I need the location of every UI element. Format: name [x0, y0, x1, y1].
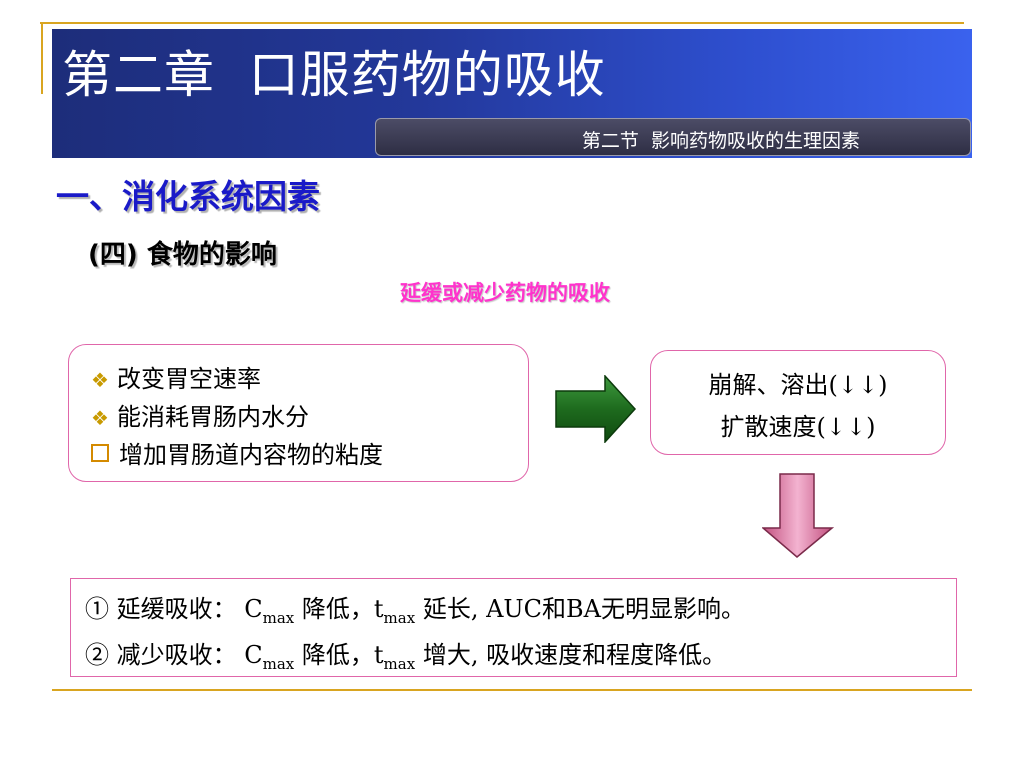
top-border-line — [40, 22, 964, 24]
effects-box: 崩解、溶出(↓↓) 扩散速度(↓↓) — [650, 350, 946, 455]
cause-item: ❖改变胃空速率 — [91, 365, 261, 393]
diamond-bullet-icon: ❖ — [91, 368, 109, 392]
effect-note: 延缓或减少药物的吸收 — [400, 281, 610, 305]
result-delayed-absorption: ① 延缓吸收： Cmax 降低，tmax 延长, AUC和BA无明显影响。 — [85, 595, 745, 627]
chapter-title: 第二章 口服药物的吸收 — [62, 46, 606, 104]
result-reduced-absorption: ② 减少吸收： Cmax 降低，tmax 增大, 吸收速度和程度降低。 — [85, 641, 727, 673]
left-border-line — [41, 22, 43, 94]
section-subtitle: 第二节 影响药物吸收的生理因素 — [581, 130, 860, 152]
square-bullet-icon — [91, 444, 109, 462]
diamond-bullet-icon: ❖ — [91, 406, 109, 430]
cause-item: 增加胃肠道内容物的粘度 — [91, 435, 383, 470]
subsection-heading: (四) 食物的影响 — [88, 240, 277, 270]
cause-item: ❖能消耗胃肠内水分 — [91, 403, 309, 431]
bottom-border-line — [52, 689, 972, 691]
right-arrow-icon — [555, 375, 637, 443]
section-subtitle-box: 第二节 影响药物吸收的生理因素 — [375, 118, 971, 156]
header-banner: 第二章 口服药物的吸收 第二节 影响药物吸收的生理因素 — [52, 29, 972, 158]
effect-dissolution: 崩解、溶出(↓↓) — [708, 371, 888, 399]
down-arrow-icon — [762, 473, 834, 558]
effect-diffusion: 扩散速度(↓↓) — [720, 413, 876, 441]
results-box: ① 延缓吸收： Cmax 降低，tmax 延长, AUC和BA无明显影响。 ② … — [70, 578, 957, 677]
section-heading: 一、消化系统因素 — [56, 177, 320, 216]
causes-box: ❖改变胃空速率 ❖能消耗胃肠内水分 增加胃肠道内容物的粘度 — [68, 344, 529, 482]
